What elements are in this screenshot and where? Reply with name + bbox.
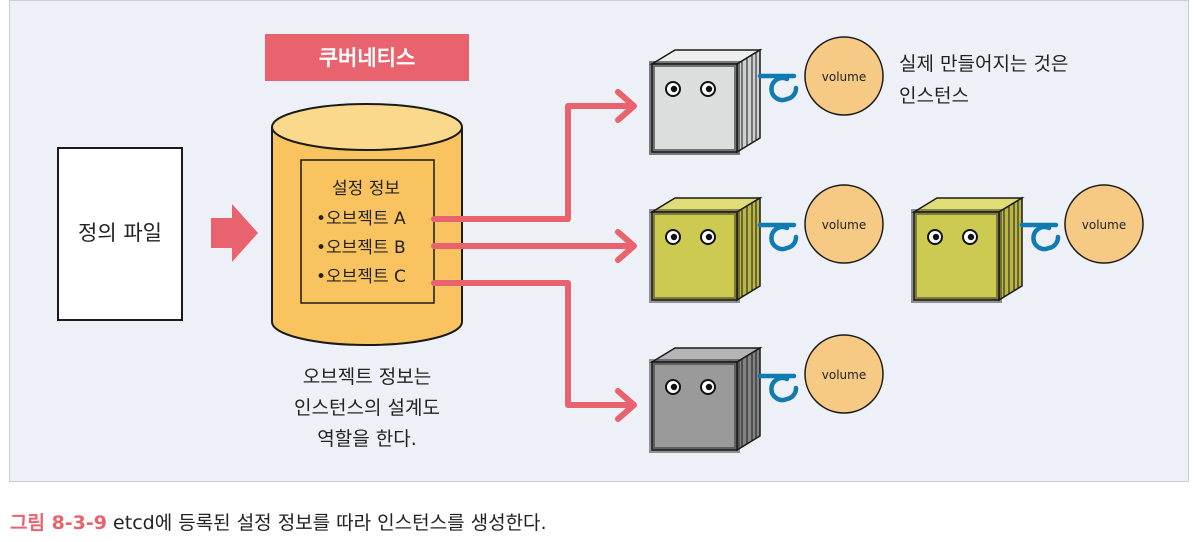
volume-a: volume	[804, 36, 884, 116]
definition-file: 정의 파일	[57, 147, 183, 321]
volume-label: volume	[1082, 218, 1126, 232]
input-arrow-shape	[211, 204, 258, 262]
config-object-b: •오브젝트 B	[316, 238, 406, 258]
volume-hoses	[757, 73, 1061, 403]
instances-note: 실제 만들어지는 것은 인스턴스	[899, 53, 1068, 107]
volume-label: volume	[822, 368, 866, 382]
volume-b2: volume	[1064, 184, 1144, 264]
arrowhead-object-a	[615, 89, 637, 123]
config-panel	[300, 159, 435, 304]
figure-number: 그림 8-3-9	[10, 512, 108, 534]
config-object-c: •오브젝트 C	[316, 267, 406, 287]
config-title: 설정 정보	[332, 179, 400, 199]
arrow-object-c	[431, 280, 633, 408]
kubernetes-diagram: 정의 파일 쿠버네티스 설정 정보 •오브젝트 A •오브젝트 B •오브젝트 …	[57, 34, 1144, 453]
object-note-line-2: 인스턴스의 설계도	[294, 397, 440, 419]
config-object-a: •오브젝트 A	[316, 209, 406, 229]
instances-note-line-2: 인스턴스	[899, 85, 969, 107]
input-arrow	[211, 204, 258, 262]
instance-container-b2	[911, 196, 1025, 303]
arrowhead-object-b	[615, 229, 637, 263]
hose-icon	[757, 373, 799, 403]
kubernetes-label-box: 쿠버네티스	[265, 34, 469, 81]
instance-container-b	[649, 196, 763, 303]
object-note-line-1: 오브젝트 정보는	[303, 366, 431, 388]
instance-container-c	[649, 346, 763, 453]
figure-caption: 그림 8-3-9 etcd에 등록된 설정 정보를 따라 인스턴스를 생성한다.	[10, 508, 547, 535]
caption-text: etcd에 등록된 설정 정보를 따라 인스턴스를 생성한다.	[107, 512, 547, 534]
hose-icon	[757, 73, 799, 103]
object-arrows	[431, 89, 637, 422]
instance-container-a	[649, 48, 763, 155]
instances-note-line-1: 실제 만들어지는 것은	[899, 53, 1068, 75]
definition-file-sheet	[57, 147, 183, 321]
object-note-line-3: 역할을 한다.	[317, 428, 416, 450]
kubernetes-label: 쿠버네티스	[319, 46, 416, 70]
volume-b: volume	[804, 184, 884, 264]
etcd-database: 설정 정보 •오브젝트 A •오브젝트 B •오브젝트 C	[271, 103, 463, 346]
volume-label: volume	[822, 218, 866, 232]
definition-file-label: 정의 파일	[78, 221, 162, 245]
arrowhead-object-c	[615, 388, 637, 422]
volume-label: volume	[822, 70, 866, 84]
arrow-object-a	[431, 103, 633, 222]
database-top	[271, 103, 463, 151]
volume-c: volume	[804, 334, 884, 414]
kubernetes-label-bg	[265, 34, 469, 81]
hose-icon	[757, 222, 799, 252]
hose-icon	[1019, 222, 1061, 252]
object-info-note: 오브젝트 정보는 인스턴스의 설계도 역할을 한다.	[294, 366, 440, 450]
